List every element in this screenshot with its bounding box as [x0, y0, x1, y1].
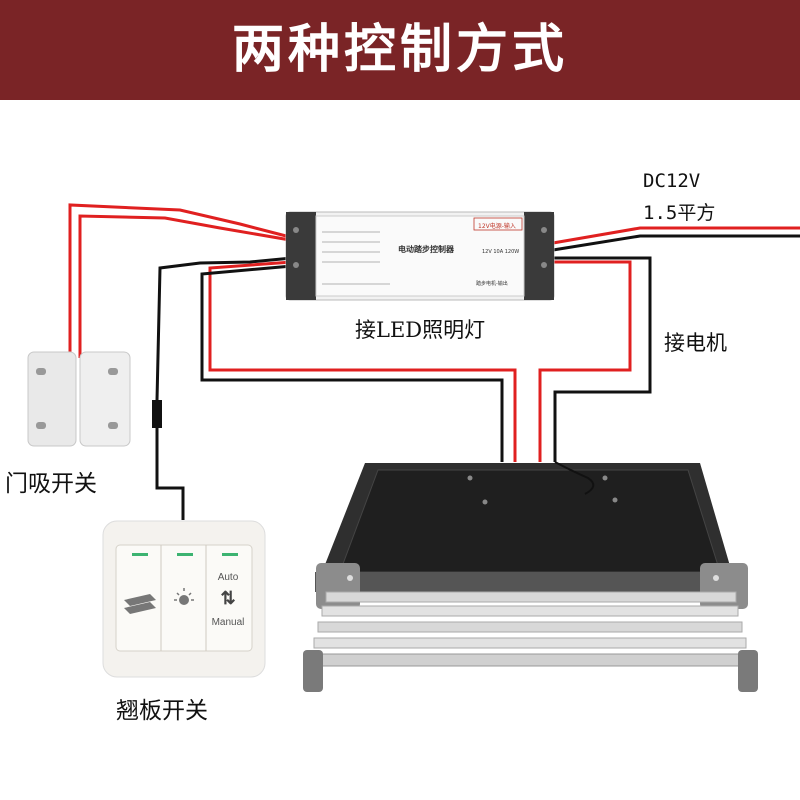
controller-motor-output: 踏步电机-输出 [476, 281, 508, 287]
rocker-auto-label: Auto [217, 572, 239, 583]
motor-wires [538, 256, 652, 462]
motor-label: 接电机 [664, 331, 727, 355]
power-voltage-label: DC12V [643, 170, 701, 192]
lightbulb-icon [174, 588, 194, 605]
controller-power-input: 12V电源-输入 [478, 223, 516, 230]
controller-name: 电动踏步控制器 [398, 245, 454, 254]
led-wires [200, 260, 517, 462]
door-switch-label: 门吸开关 [5, 471, 97, 497]
door-magnet-switch [27, 351, 131, 447]
rocker-switch [102, 520, 266, 678]
controller-box [285, 211, 555, 301]
led-label: 接LED照明灯 [355, 318, 486, 342]
rocker-switch-wire [152, 256, 293, 520]
power-wires [552, 226, 800, 252]
header-banner [0, 0, 800, 100]
updown-arrows-icon: ⇅ [220, 588, 236, 608]
rocker-manual-label: Manual [211, 617, 245, 628]
rocker-switch-label: 翘板开关 [116, 698, 208, 724]
page-title: 两种控制方式 [231, 20, 568, 80]
step-icon [124, 594, 156, 614]
step-device [303, 461, 758, 692]
wiring-diagram [27, 203, 800, 692]
controller-spec: 12V 10A 120W [482, 249, 520, 255]
door-switch-wires [68, 203, 291, 358]
power-wire-gauge-label: 1.5平方 [643, 202, 716, 224]
